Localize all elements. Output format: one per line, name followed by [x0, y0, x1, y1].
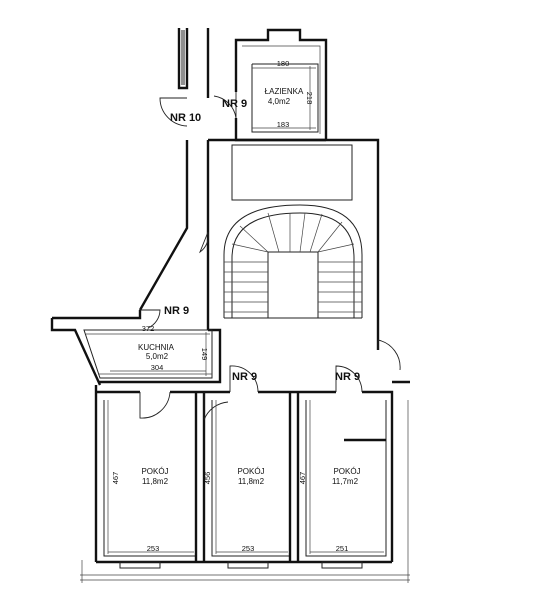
nr9-kitchen-label: NR 9 [164, 305, 189, 317]
bathroom-area: 4,0m2 [268, 97, 291, 106]
bath-bottom-dimension: 183 [277, 120, 290, 129]
room3-name: POKÓJ [333, 467, 360, 476]
bathroom-name: ŁAZIENKA [265, 87, 304, 96]
windows [119, 561, 363, 569]
room3-width-dimension: 251 [336, 544, 349, 553]
kitchen-bottom-dimension: 304 [151, 363, 164, 372]
dimension-lines [86, 66, 384, 554]
room2-width-dimension: 253 [242, 544, 255, 553]
kitchen-walls [50, 310, 222, 386]
bath-top-dimension: 180 [277, 59, 290, 68]
room3-area: 11,7m2 [332, 477, 359, 486]
room1-height-dimension: 467 [111, 472, 120, 485]
kitchen-area: 5,0m2 [146, 352, 169, 361]
bath-side-dimension: 218 [305, 92, 314, 105]
nr9-bathroom-label: NR 9 [222, 98, 247, 110]
stair-treads [224, 212, 362, 313]
kitchen-side-dimension: 149 [200, 348, 209, 361]
staircase [206, 172, 380, 350]
room2-name: POKÓJ [237, 467, 264, 476]
room1-width-dimension: 253 [147, 544, 160, 553]
room1-name: POKÓJ [141, 467, 168, 476]
nr9-hall-left-label: NR 9 [232, 371, 257, 383]
kitchen-name: KUCHNIA [138, 343, 175, 352]
nr10-corridor-walls [138, 28, 210, 311]
room2-height-dimension: 456 [203, 472, 212, 485]
upper-band-walls [208, 138, 380, 201]
room3-height-dimension: 467 [298, 472, 307, 485]
kitchen-top-dimension: 372 [142, 324, 155, 333]
room1-area: 11,8m2 [142, 477, 169, 486]
nr10-label: NR 10 [170, 112, 201, 124]
nr9-hall-right-label: NR 9 [335, 371, 360, 383]
room2-area: 11,8m2 [238, 477, 265, 486]
door-swings [139, 92, 401, 421]
